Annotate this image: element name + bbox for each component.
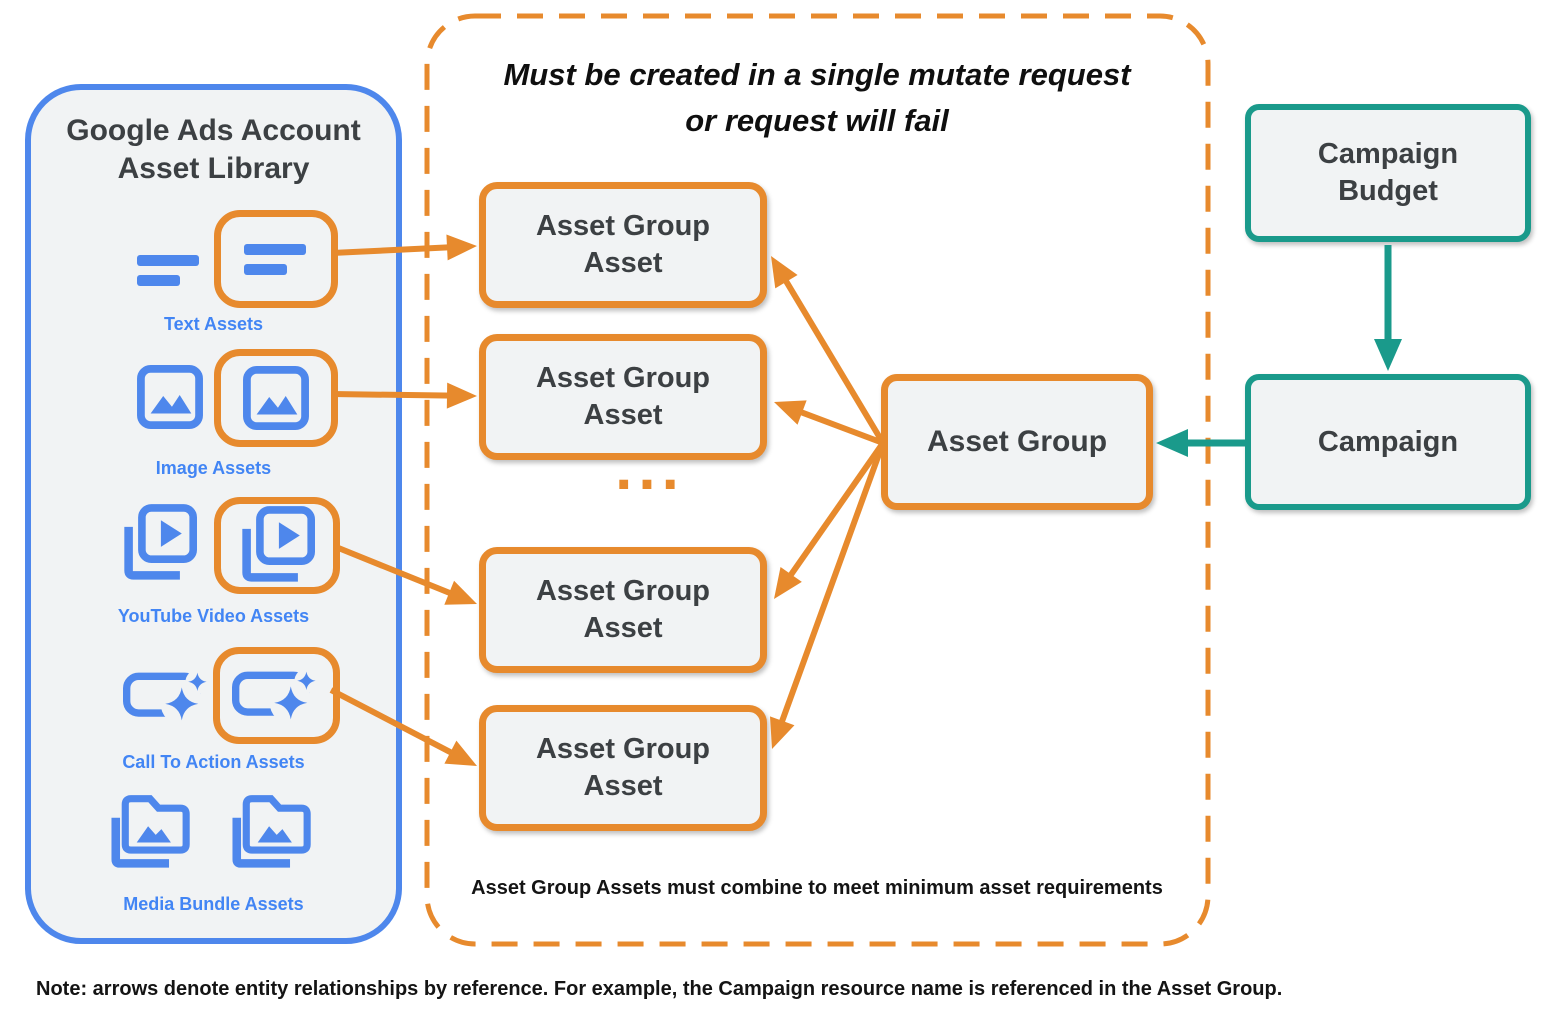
media-bundle-icon — [111, 795, 190, 868]
asset-group-asset-box-4: Asset Group Asset — [479, 705, 767, 831]
media-bundle-icon — [232, 795, 311, 868]
campaign-budget-box: Campaign Budget — [1245, 104, 1531, 242]
image-asset-selected-frame — [214, 349, 338, 447]
text-asset-icon — [244, 244, 306, 275]
image-asset-icon — [243, 366, 309, 430]
mutate-panel-title-line1: Must be created in a single mutate reque… — [503, 57, 1131, 92]
asset-group-asset-label: Asset Group Asset — [535, 210, 711, 279]
call-to-action-icon — [123, 669, 210, 725]
asset-group-asset-box-3: Asset Group Asset — [479, 547, 767, 673]
youtube-video-icon — [242, 505, 315, 582]
arrow-asset-group-to-asset-group-asset-3 — [774, 441, 886, 599]
image-assets-label: Image Assets — [155, 458, 272, 478]
asset-library-panel: Google Ads Account Asset Library Text As… — [25, 84, 402, 944]
mutate-panel-footnote: Asset Group Assets must combine to meet … — [471, 877, 1163, 899]
youtube-video-assets-label: YouTube Video Assets — [117, 606, 310, 626]
campaign-label: Campaign — [1317, 425, 1459, 458]
arrow-campaign-budget-to-campaign — [1374, 245, 1402, 371]
arrow-asset-group-to-asset-group-asset-2 — [774, 400, 885, 446]
call-to-action-icon — [231, 668, 318, 724]
asset-group-asset-label: Asset Group Asset — [535, 362, 711, 431]
mutate-panel-title-line2: or request will fail — [685, 103, 949, 138]
asset-group-asset-label: Asset Group Asset — [535, 575, 711, 644]
reference-note: Note: arrows denote entity relationships… — [36, 978, 1283, 1000]
media-bundle-assets-label: Media Bundle Assets — [123, 894, 304, 914]
text-asset-icon — [137, 255, 199, 286]
image-asset-icon — [137, 365, 203, 429]
asset-group-label: Asset Group — [926, 425, 1108, 458]
call-to-action-assets-label: Call To Action Assets — [122, 752, 305, 772]
call-to-action-selected-frame — [213, 647, 340, 744]
asset-group-box: Asset Group — [881, 374, 1153, 510]
arrow-asset-group-to-asset-group-asset-4 — [770, 441, 886, 749]
text-asset-selected-frame — [214, 210, 338, 308]
library-title: Google Ads Account Asset Library — [66, 114, 361, 185]
arrow-asset-group-to-asset-group-asset-1 — [771, 256, 886, 445]
more-assets-ellipsis: ... — [615, 434, 685, 503]
youtube-video-icon — [124, 504, 197, 580]
campaign-budget-label: Campaign Budget — [1317, 138, 1459, 207]
asset-group-asset-box-1: Asset Group Asset — [479, 182, 767, 308]
asset-group-asset-label: Asset Group Asset — [535, 733, 711, 802]
youtube-video-selected-frame — [214, 497, 340, 594]
text-assets-label: Text Assets — [163, 314, 264, 334]
arrow-campaign-to-asset-group — [1156, 429, 1246, 457]
campaign-box: Campaign — [1245, 374, 1531, 510]
